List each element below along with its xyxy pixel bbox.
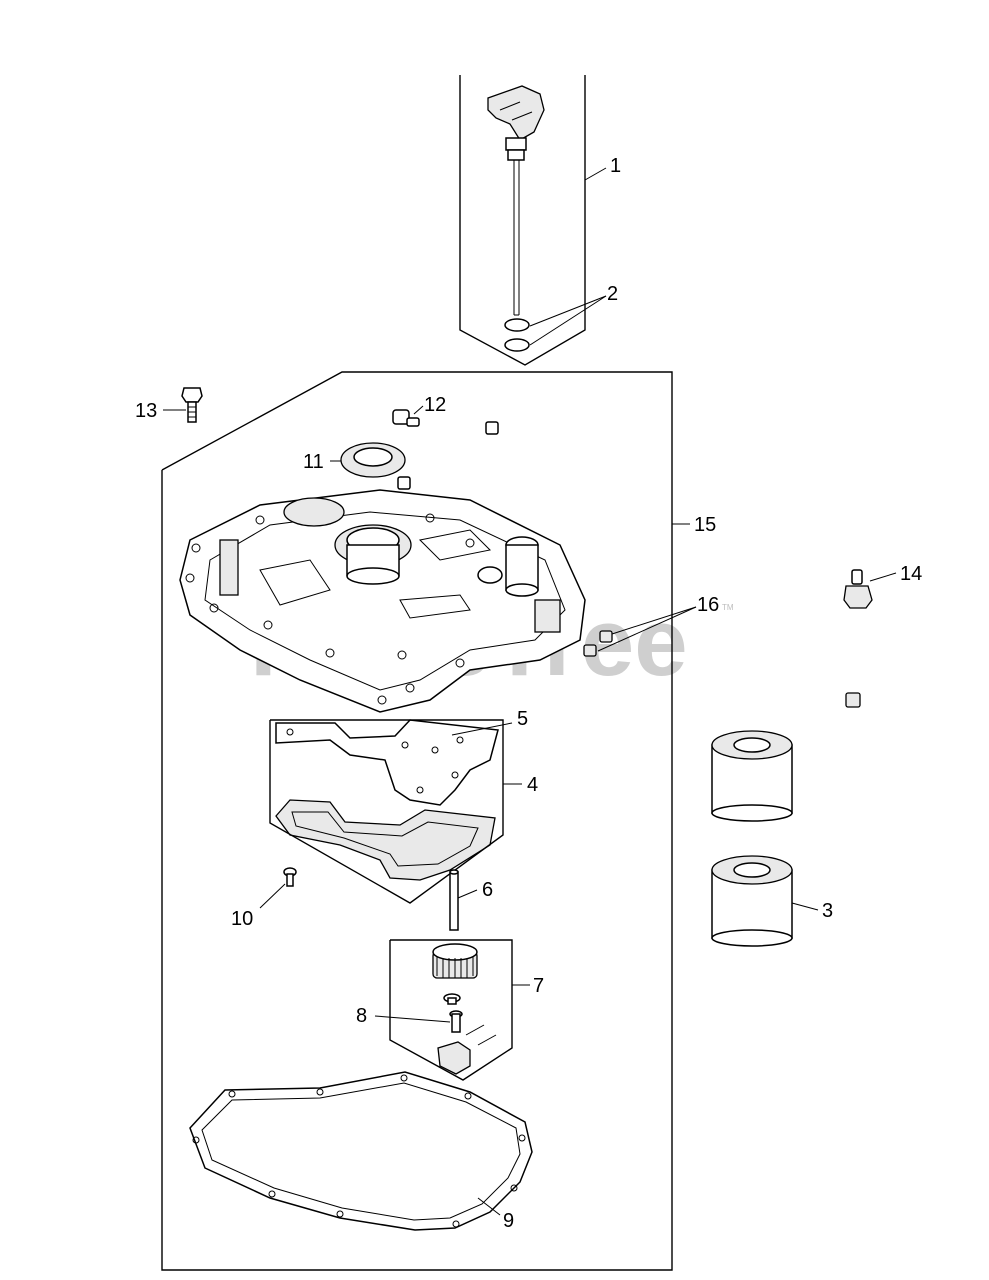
- callout-6: 6: [482, 879, 493, 901]
- main-group-frame: [161, 371, 673, 1271]
- part-2-o-rings: [504, 318, 530, 352]
- part-15-crankcase-cover: [179, 489, 586, 713]
- part-7-gear: [432, 943, 478, 979]
- part-14-sensor: [843, 569, 873, 708]
- part-8-shaft: [437, 993, 497, 1075]
- part-1-dipstick: [487, 85, 545, 316]
- part-10-bolt: [283, 867, 297, 887]
- small-plug: [397, 421, 499, 490]
- callout-4: 4: [527, 774, 538, 796]
- part-12-elbow-fitting: [392, 409, 420, 427]
- callout-11: 11: [303, 451, 324, 473]
- part-5-gasket-plate: [275, 719, 499, 806]
- callout-14: 14: [900, 563, 922, 585]
- dipstick-group-frame: [459, 75, 586, 366]
- callout-7: 7: [533, 975, 544, 997]
- watermark-trademark: TM: [722, 603, 734, 612]
- callout-5: 5: [517, 708, 528, 730]
- part-16-plugs: [583, 630, 613, 657]
- callout-15: 15: [694, 514, 716, 536]
- callout-16: 16: [697, 594, 719, 616]
- callout-labels: 1 2 3 4 5 6 7 8 9 10 11 12 13 14 15 16: [135, 155, 922, 1232]
- callout-12: 12: [424, 394, 446, 416]
- part-11-oil-seal: [340, 442, 406, 478]
- callout-1: 1: [610, 155, 621, 177]
- part-9-crankcase-gasket: [189, 1071, 533, 1231]
- part-4-plate: [275, 799, 496, 881]
- part-13-bolt: [181, 387, 203, 423]
- callout-3: 3: [822, 900, 833, 922]
- callout-13: 13: [135, 400, 157, 422]
- callout-10: 10: [231, 908, 253, 930]
- part-6-pin: [449, 869, 459, 931]
- group-4-frame: [269, 719, 504, 904]
- part-3-oil-filter: [711, 730, 793, 947]
- callout-2: 2: [607, 283, 618, 305]
- group-7-frame: [389, 939, 513, 1081]
- leader-lines: [163, 167, 897, 1216]
- callout-8: 8: [356, 1005, 367, 1027]
- callout-9: 9: [503, 1210, 514, 1232]
